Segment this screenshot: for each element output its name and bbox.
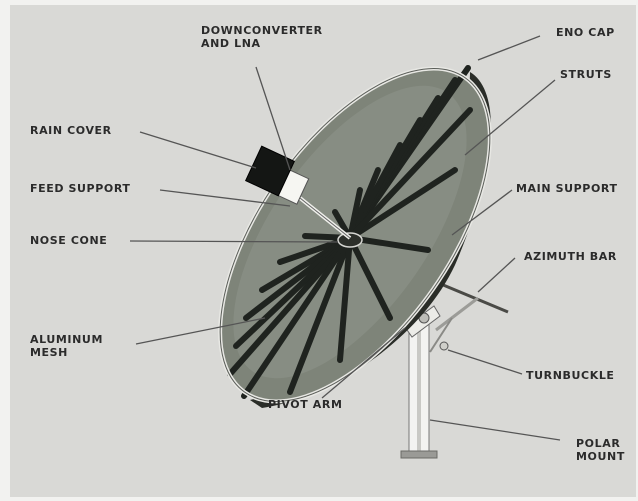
label-downconverter: DOWNCONVERTER AND LNA bbox=[201, 24, 323, 50]
label-downconverter-line1: DOWNCONVERTER bbox=[201, 24, 323, 37]
label-struts: STRUTS bbox=[560, 68, 612, 81]
label-turnbuckle: TURNBUCKLE bbox=[526, 369, 615, 382]
label-pivot-arm: PIVOT ARM bbox=[268, 398, 343, 411]
label-aluminum-mesh-line1: ALUMINUM bbox=[30, 333, 103, 346]
label-downconverter-line2: AND LNA bbox=[201, 37, 323, 50]
label-aluminum-mesh: ALUMINUM MESH bbox=[30, 333, 103, 359]
label-main-support: MAIN SUPPORT bbox=[516, 182, 618, 195]
label-azimuth-bar: AZIMUTH BAR bbox=[524, 250, 617, 263]
label-polar-mount-line2: MOUNT bbox=[576, 450, 625, 463]
label-rain-cover: RAIN COVER bbox=[30, 124, 112, 137]
label-polar-mount: POLAR MOUNT bbox=[576, 437, 625, 463]
label-end-cap: ENO CAP bbox=[556, 26, 615, 39]
label-aluminum-mesh-line2: MESH bbox=[30, 346, 103, 359]
label-feed-support: FEED SUPPORT bbox=[30, 182, 131, 195]
label-nose-cone: NOSE CONE bbox=[30, 234, 107, 247]
label-polar-mount-line1: POLAR bbox=[576, 437, 625, 450]
